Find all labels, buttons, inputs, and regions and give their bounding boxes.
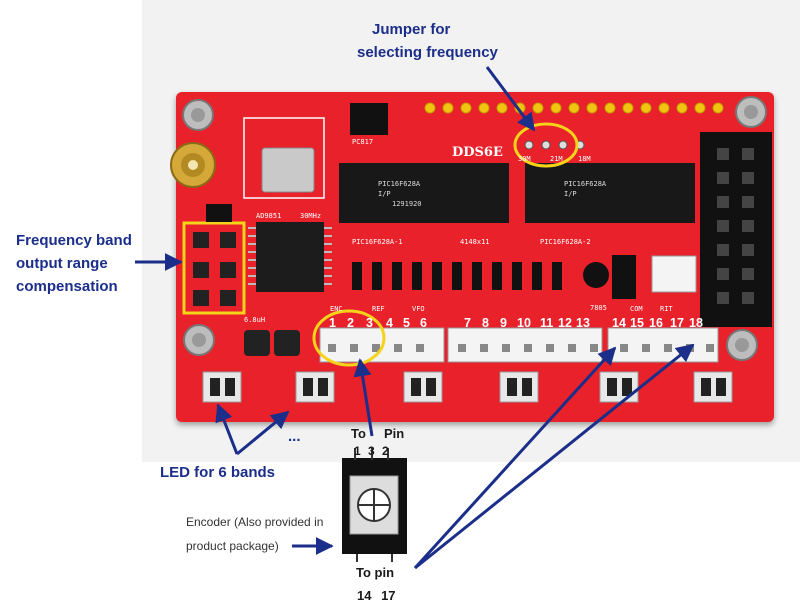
transistor [583, 262, 609, 288]
encoder-pins-highlight [312, 309, 386, 367]
jumper-callout-line2: selecting frequency [357, 44, 498, 61]
conn-label-ref: REF [372, 305, 385, 313]
pic-chip-1 [339, 163, 509, 223]
silk-ad9851: AD9851 [256, 212, 282, 220]
jumper-label-21m: 21M [550, 155, 563, 163]
silk-4148: 4148x11 [460, 238, 490, 246]
freq-band-callout-line2: output range [16, 255, 108, 272]
jumper-callout-line1: Jumper for [372, 21, 451, 38]
chip2-sub: I/P [564, 190, 577, 198]
arrow-pin-14 [413, 346, 617, 570]
chip1-sub: I/P [378, 190, 391, 198]
pin-number: 18 [689, 316, 703, 330]
crystal-oscillator [261, 147, 315, 193]
chip2-label: PIC16F628A [564, 180, 607, 188]
pin-number: 4 [386, 316, 393, 330]
pin-number: 15 [630, 316, 644, 330]
encoder-note-line1: Encoder (Also provided in [186, 515, 324, 529]
encoder-note-line2: product package) [186, 539, 279, 553]
arrow-led-2 [236, 410, 290, 456]
chip1-code: 1291920 [392, 200, 422, 208]
sma-connector-icon [170, 142, 216, 188]
inductor-2 [274, 330, 300, 356]
regulator-7805 [612, 255, 636, 299]
arrow-pin-17 [414, 343, 695, 570]
diode-row [352, 262, 562, 290]
jumper-highlight [513, 122, 579, 168]
led-ellipsis: ... [288, 428, 301, 445]
power-connector [651, 255, 697, 293]
silk-30mhz: 30MHz [300, 212, 322, 220]
jumper-label-30m: 30M [518, 155, 531, 163]
silk-inductor: 6.8uH [244, 316, 266, 324]
jumper-pins [524, 140, 585, 150]
pin-number: 17 [670, 316, 684, 330]
pin-number: 5 [403, 316, 410, 330]
silk-pic2: PIC16F628A-2 [540, 238, 591, 246]
arrow-encoder-pins [353, 358, 374, 437]
freq-band-callout-line1: Frequency band [16, 232, 132, 249]
pin-number: 7 [464, 316, 471, 330]
top-pad-row [424, 102, 724, 114]
pin-number: 6 [420, 316, 427, 330]
pin-number: 8 [482, 316, 489, 330]
compensation-pads [193, 232, 236, 306]
led-callout: LED for 6 bands [160, 464, 276, 481]
to-pin-bottom: To pin [356, 565, 395, 580]
to-pin-top-numbers: 1 3 2 [354, 444, 389, 458]
conn-label-enc: ENC [330, 305, 343, 313]
callout-arrows [135, 66, 695, 570]
conn-label-rit: RIT [660, 305, 673, 313]
idc-header [700, 132, 772, 327]
silk-7805: 7805 [590, 304, 607, 312]
to-pin-top-to: To [351, 426, 366, 441]
pin-number: 1 [329, 316, 336, 330]
chip1-label: PIC16F628A [378, 180, 421, 188]
mounting-screw-icon [182, 96, 767, 361]
pc817-chip [350, 103, 388, 135]
silk-pic1: PIC16F628A-1 [352, 238, 403, 246]
compensation-highlight [182, 221, 246, 315]
pin-number: 14 [612, 316, 626, 330]
inductor-1 [244, 330, 270, 356]
ad9851-chip [256, 222, 324, 292]
pin-number: 11 [540, 316, 554, 330]
pin-number: 16 [649, 316, 663, 330]
pin-number: 3 [366, 316, 373, 330]
pin-number: 10 [517, 316, 531, 330]
pin-number: 9 [500, 316, 507, 330]
jumper-label-18m: 18M [578, 155, 591, 163]
freq-band-callout-line3: compensation [16, 278, 118, 295]
arrow-led-1 [215, 403, 239, 455]
silk-pc817: PC817 [352, 138, 374, 146]
pin-number: 2 [347, 316, 354, 330]
pin-number: 13 [576, 316, 590, 330]
conn-label-com: COM [630, 305, 643, 313]
pin-number: 12 [558, 316, 572, 330]
pic-chip-2 [525, 163, 695, 223]
to-pin-top-pin: Pin [384, 426, 405, 441]
to-pin-bottom-numbers: 14 17 [357, 588, 396, 603]
board-title: DDS6E [452, 145, 503, 160]
conn-label-vfo: VFO [412, 305, 425, 313]
arrow-jumper [485, 66, 536, 132]
